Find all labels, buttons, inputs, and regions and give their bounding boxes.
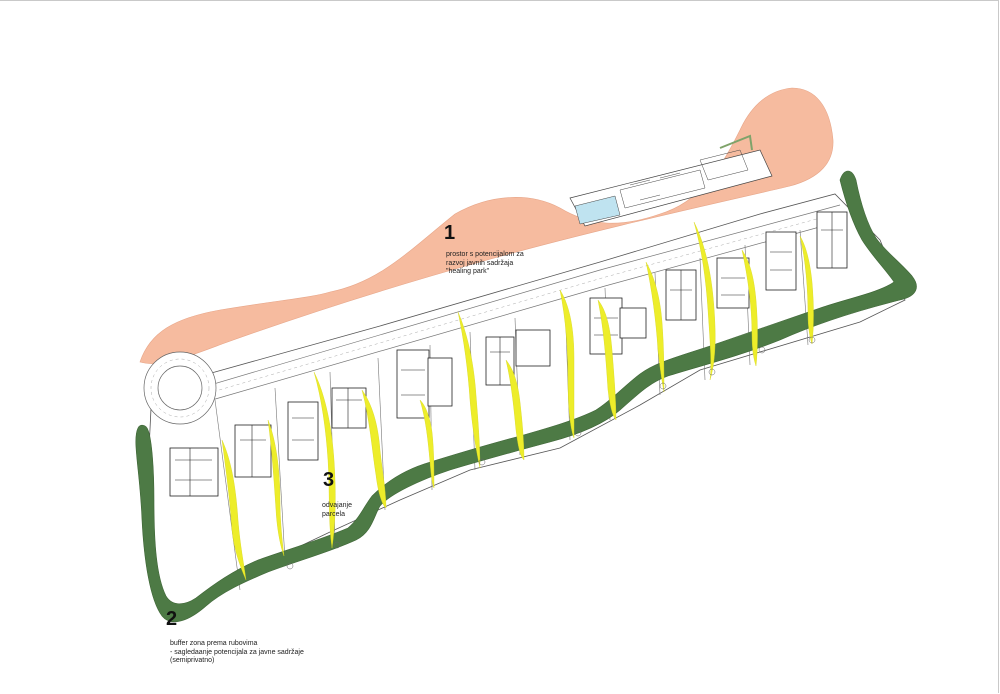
zone-2-number: 2 (166, 608, 178, 630)
public-zone-area (139, 87, 834, 364)
zone-2-note: buffer zona prema rubovima - sagledaanje… (170, 640, 304, 666)
roundabout (143, 351, 217, 425)
zone-1-number: 1 (444, 222, 456, 244)
zone-2-note-line-3: (semiprivatno) (170, 657, 215, 664)
zone-2-note-line-1: buffer zona prema rubovima (170, 640, 258, 647)
zone-3-number: 3 (323, 469, 335, 491)
zone-2-note-line-2: - sagledaanje potencijala za javne sadrž… (170, 648, 304, 656)
lot-separation-strips (221, 221, 814, 581)
zone-1-note-line-2: razvoj javnih sadržaja (446, 259, 514, 267)
zone-3-note-line-1: odvajanje (322, 502, 352, 509)
lot-markers (286, 336, 816, 570)
zone-3-note: odvajanje parcela (322, 502, 352, 519)
access-road (199, 204, 841, 389)
zone-1-note-line-1: prostor s potencijalom za (446, 251, 524, 258)
zone-1-note-line-3: "healing park" (446, 268, 490, 275)
zone-1-note: prostor s potencijalom za razvoj javnih … (446, 251, 524, 277)
villa-footprints (169, 211, 848, 497)
healing-park-building (569, 134, 773, 227)
buffer-zone-strip (135, 170, 917, 623)
zone-3-note-line-2: parcela (322, 510, 345, 518)
